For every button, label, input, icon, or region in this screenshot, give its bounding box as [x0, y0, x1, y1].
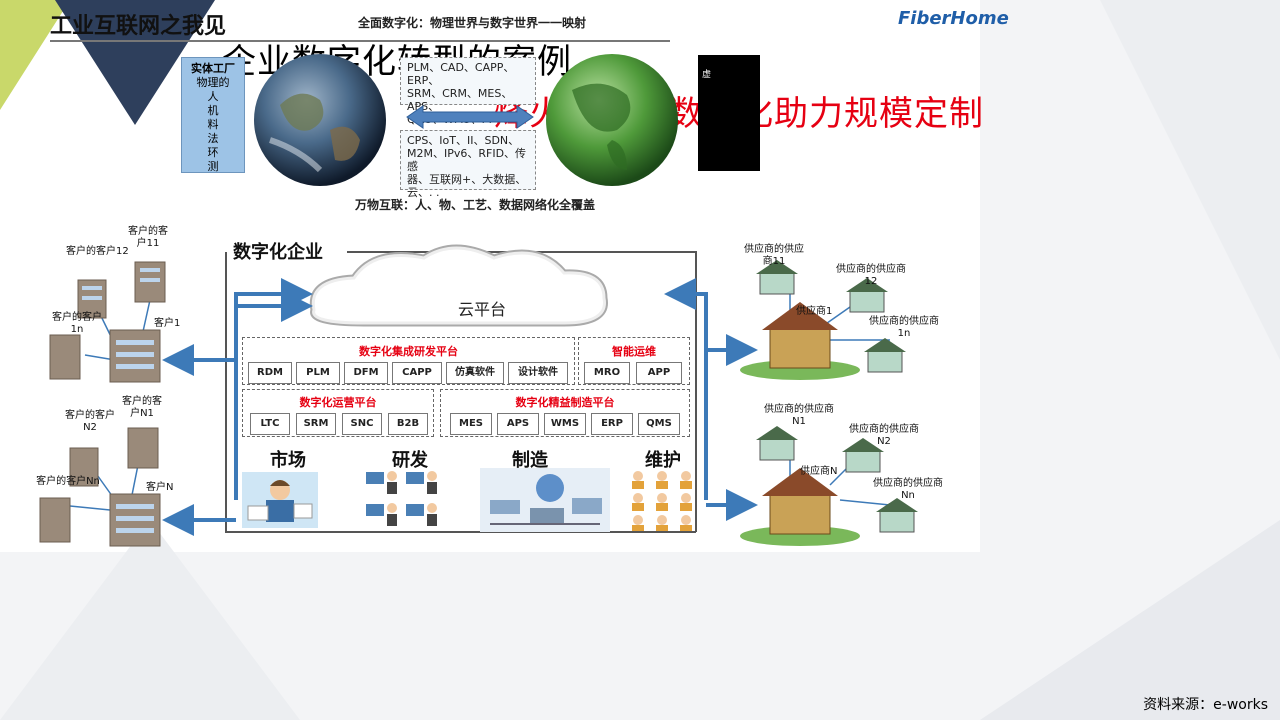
connector-lines [59, 244, 891, 536]
full-digital-caption: 全面数字化：物理世界与数字世界一一映射 [358, 16, 587, 30]
factory-line: 料 [207, 118, 219, 131]
module-srm: SRM [296, 413, 336, 435]
customer-n2-label: 客户的客户N2 [65, 410, 115, 433]
module-mes: MES [450, 413, 492, 435]
digital-earth-globe [546, 54, 678, 186]
module-wms: WMS [544, 413, 586, 435]
section-manufacturing: 制造 [512, 450, 548, 471]
supplier-n-label: 供应商N [800, 466, 838, 477]
rd-platform-title: 数字化集成研发平台 [359, 345, 458, 358]
customer-n-label: 客户N [146, 482, 174, 493]
module-erp: ERP [591, 413, 633, 435]
physical-factory-box: 实体工厂 物理的 人 机 料 法 环 测 [181, 57, 245, 173]
customer-n1-label: 客户的客户N1 [122, 396, 162, 419]
cloud-platform-label: 云平台 [458, 300, 507, 319]
supplier-n1-label: 供应商的供应商N1 [764, 404, 834, 427]
rd-illustration [366, 471, 437, 526]
supplier-1n-label: 供应商的供应商1n [869, 316, 939, 339]
customer-1n-label: 客户的客户1n [52, 312, 102, 335]
tech-list-box: CPS、IoT、II、SDN、 M2M、IPv6、RFID、传感 器、互联网+、… [400, 130, 536, 199]
module-snc: SNC [342, 413, 382, 435]
physical-earth-globe [254, 54, 386, 186]
tech-line: 云、. . [407, 186, 440, 199]
supplier-11-label: 供应商的供应商11 [744, 244, 804, 267]
factory-line: 机 [207, 104, 219, 117]
module-simulation: 仿真软件 [446, 362, 504, 384]
module-capp: CAPP [392, 362, 442, 384]
market-illustration [242, 472, 318, 528]
digital-enterprise-label: 数字化企业 [233, 242, 323, 263]
ops-platform-title: 数字化运营平台 [299, 396, 377, 409]
module-app: APP [636, 362, 682, 384]
factory-title: 实体工厂 [191, 62, 235, 75]
module-plm: PLM [296, 362, 340, 384]
factory-line: 测 [207, 160, 219, 173]
all-connect-caption: 万物互联：人、物、工艺、数据网络化全覆盖 [355, 198, 596, 212]
module-b2b: B2B [388, 413, 428, 435]
module-dfm: DFM [344, 362, 388, 384]
module-ltc: LTC [250, 413, 290, 435]
factory-line: 环 [207, 146, 219, 159]
module-rdm: RDM [248, 362, 292, 384]
navy-triangle-decoration [55, 0, 215, 125]
green-triangle-decoration [0, 0, 70, 110]
supplier-n2-label: 供应商的供应商N2 [849, 424, 919, 447]
customer-nn-label: 客户的客户Nn [36, 476, 100, 487]
diagram-panel: 工业互联网之我见 FiberHome 全面数字化：物理世界与数字世界一一映射 实… [0, 0, 1009, 552]
panel-heading: 工业互联网之我见 [50, 14, 227, 39]
software-line: PLM、CAD、CAPP、ERP、 [407, 61, 515, 87]
module-mro: MRO [584, 362, 630, 384]
double-arrow [406, 105, 534, 129]
customer-11-label: 客户的客户11 [128, 226, 168, 249]
manufacturing-illustration [480, 468, 610, 532]
section-market: 市场 [270, 450, 306, 471]
factory-line: 人 [207, 90, 219, 103]
mfg-platform-title: 数字化精益制造平台 [515, 396, 615, 409]
heading-underline [50, 40, 670, 42]
maintenance-illustration [632, 471, 692, 531]
tech-line: CPS、IoT、II、SDN、 [407, 134, 520, 147]
section-rd: 研发 [392, 450, 428, 471]
tech-line: 器、互联网+、大数据、 [407, 173, 527, 186]
module-design: 设计软件 [508, 362, 568, 384]
supplier-nn-label: 供应商的供应商Nn [873, 478, 943, 501]
black-block-char: 虚 [702, 70, 712, 80]
supplier-1-label: 供应商1 [796, 306, 833, 317]
customer-buildings [39, 261, 166, 547]
om-platform-title: 智能运维 [612, 345, 656, 358]
source-note: 资料来源：e-works [1143, 697, 1268, 713]
module-qms: QMS [638, 413, 680, 435]
customer-12-label: 客户的客户12 [66, 246, 129, 257]
module-aps: APS [497, 413, 539, 435]
fiberhome-logo: FiberHome [898, 8, 1009, 29]
customer-1-label: 客户1 [154, 318, 181, 329]
supplier-houses [740, 260, 918, 546]
tech-line: M2M、IPv6、RFID、传感 [407, 147, 527, 173]
factory-line: 物理的 [196, 76, 230, 89]
factory-line: 法 [207, 132, 219, 145]
supplier-12-label: 供应商的供应商12 [836, 264, 906, 287]
black-image-block: 虚 [698, 55, 760, 171]
section-maintenance: 维护 [645, 450, 681, 471]
